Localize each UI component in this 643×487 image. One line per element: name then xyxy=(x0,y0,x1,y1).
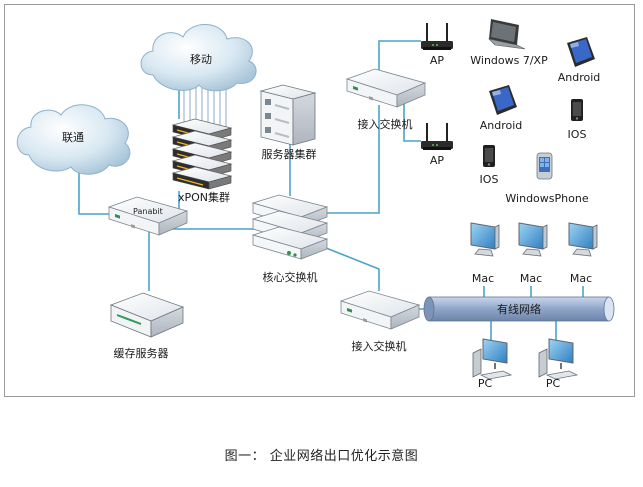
panabit-label: Panabit xyxy=(133,207,163,216)
cloud-unicom: 联通 xyxy=(16,104,131,175)
access-switch-top-label: 接入交换机 xyxy=(358,117,413,131)
pc-icon-1 xyxy=(472,338,512,380)
link-access-top-ap2 xyxy=(403,97,421,142)
figure-caption: 图一： 企业网络出口优化示意图 xyxy=(224,449,419,464)
link-core-access-top xyxy=(321,105,380,214)
ap-icon-2 xyxy=(420,122,454,151)
mac-icon-3 xyxy=(568,222,598,257)
windows-phone-icon xyxy=(536,152,553,180)
ap-1-label: AP xyxy=(430,54,445,67)
iphone-icon-2 xyxy=(483,145,495,167)
core-switch-label: 核心交换机 xyxy=(263,270,318,284)
mac-1-label: Mac xyxy=(472,272,494,285)
access-switch-bottom-label: 接入交换机 xyxy=(352,339,407,353)
mac-icon-2 xyxy=(518,222,548,257)
android-icon-2 xyxy=(489,85,517,115)
ios-2-label: IOS xyxy=(480,173,499,186)
cloud-mobile: 移动 xyxy=(140,24,257,92)
cloud-unicom-label: 联通 xyxy=(62,131,84,144)
ap-icon-1 xyxy=(420,22,454,51)
cache-server-label: 缓存服务器 xyxy=(114,346,169,360)
wired-network-bus: 有线网络 xyxy=(423,296,615,322)
ap-2-label: AP xyxy=(430,154,445,167)
laptop-icon xyxy=(488,19,526,50)
core-switch xyxy=(252,194,328,260)
panabit-device: Panabit xyxy=(108,196,188,236)
access-switch-bottom xyxy=(340,290,420,330)
cache-server xyxy=(109,292,185,338)
pc-icon-2 xyxy=(538,338,578,380)
server-cluster-label: 服务器集群 xyxy=(262,147,317,161)
android-2-label: Android xyxy=(480,119,523,132)
windows-phone-label: WindowsPhone xyxy=(505,192,588,205)
mac-icon-1 xyxy=(470,222,500,257)
android-icon-1 xyxy=(567,37,595,67)
server-cluster xyxy=(259,84,317,146)
android-1-label: Android xyxy=(558,71,601,84)
diagram-frame: 移动 联通 xPON集群 服务器集群 Panabit 核心交换机 xyxy=(4,4,635,397)
xpon-cluster xyxy=(172,118,232,190)
mac-3-label: Mac xyxy=(570,272,592,285)
cloud-mobile-label: 移动 xyxy=(190,53,212,66)
iphone-icon-1 xyxy=(571,99,583,121)
laptop-label: Windows 7/XP xyxy=(470,54,548,67)
link-access-top-ap1 xyxy=(378,40,421,76)
pc-1-label: PC xyxy=(478,377,493,390)
mac-2-label: Mac xyxy=(520,272,542,285)
xpon-label: xPON集群 xyxy=(178,190,230,204)
network-diagram: 移动 联通 xPON集群 服务器集群 Panabit 核心交换机 xyxy=(16,19,615,390)
pc-2-label: PC xyxy=(546,377,561,390)
access-switch-top xyxy=(346,68,426,108)
link-core-access-bottom xyxy=(320,245,380,291)
ios-1-label: IOS xyxy=(568,128,587,141)
wired-network-label: 有线网络 xyxy=(497,302,541,316)
